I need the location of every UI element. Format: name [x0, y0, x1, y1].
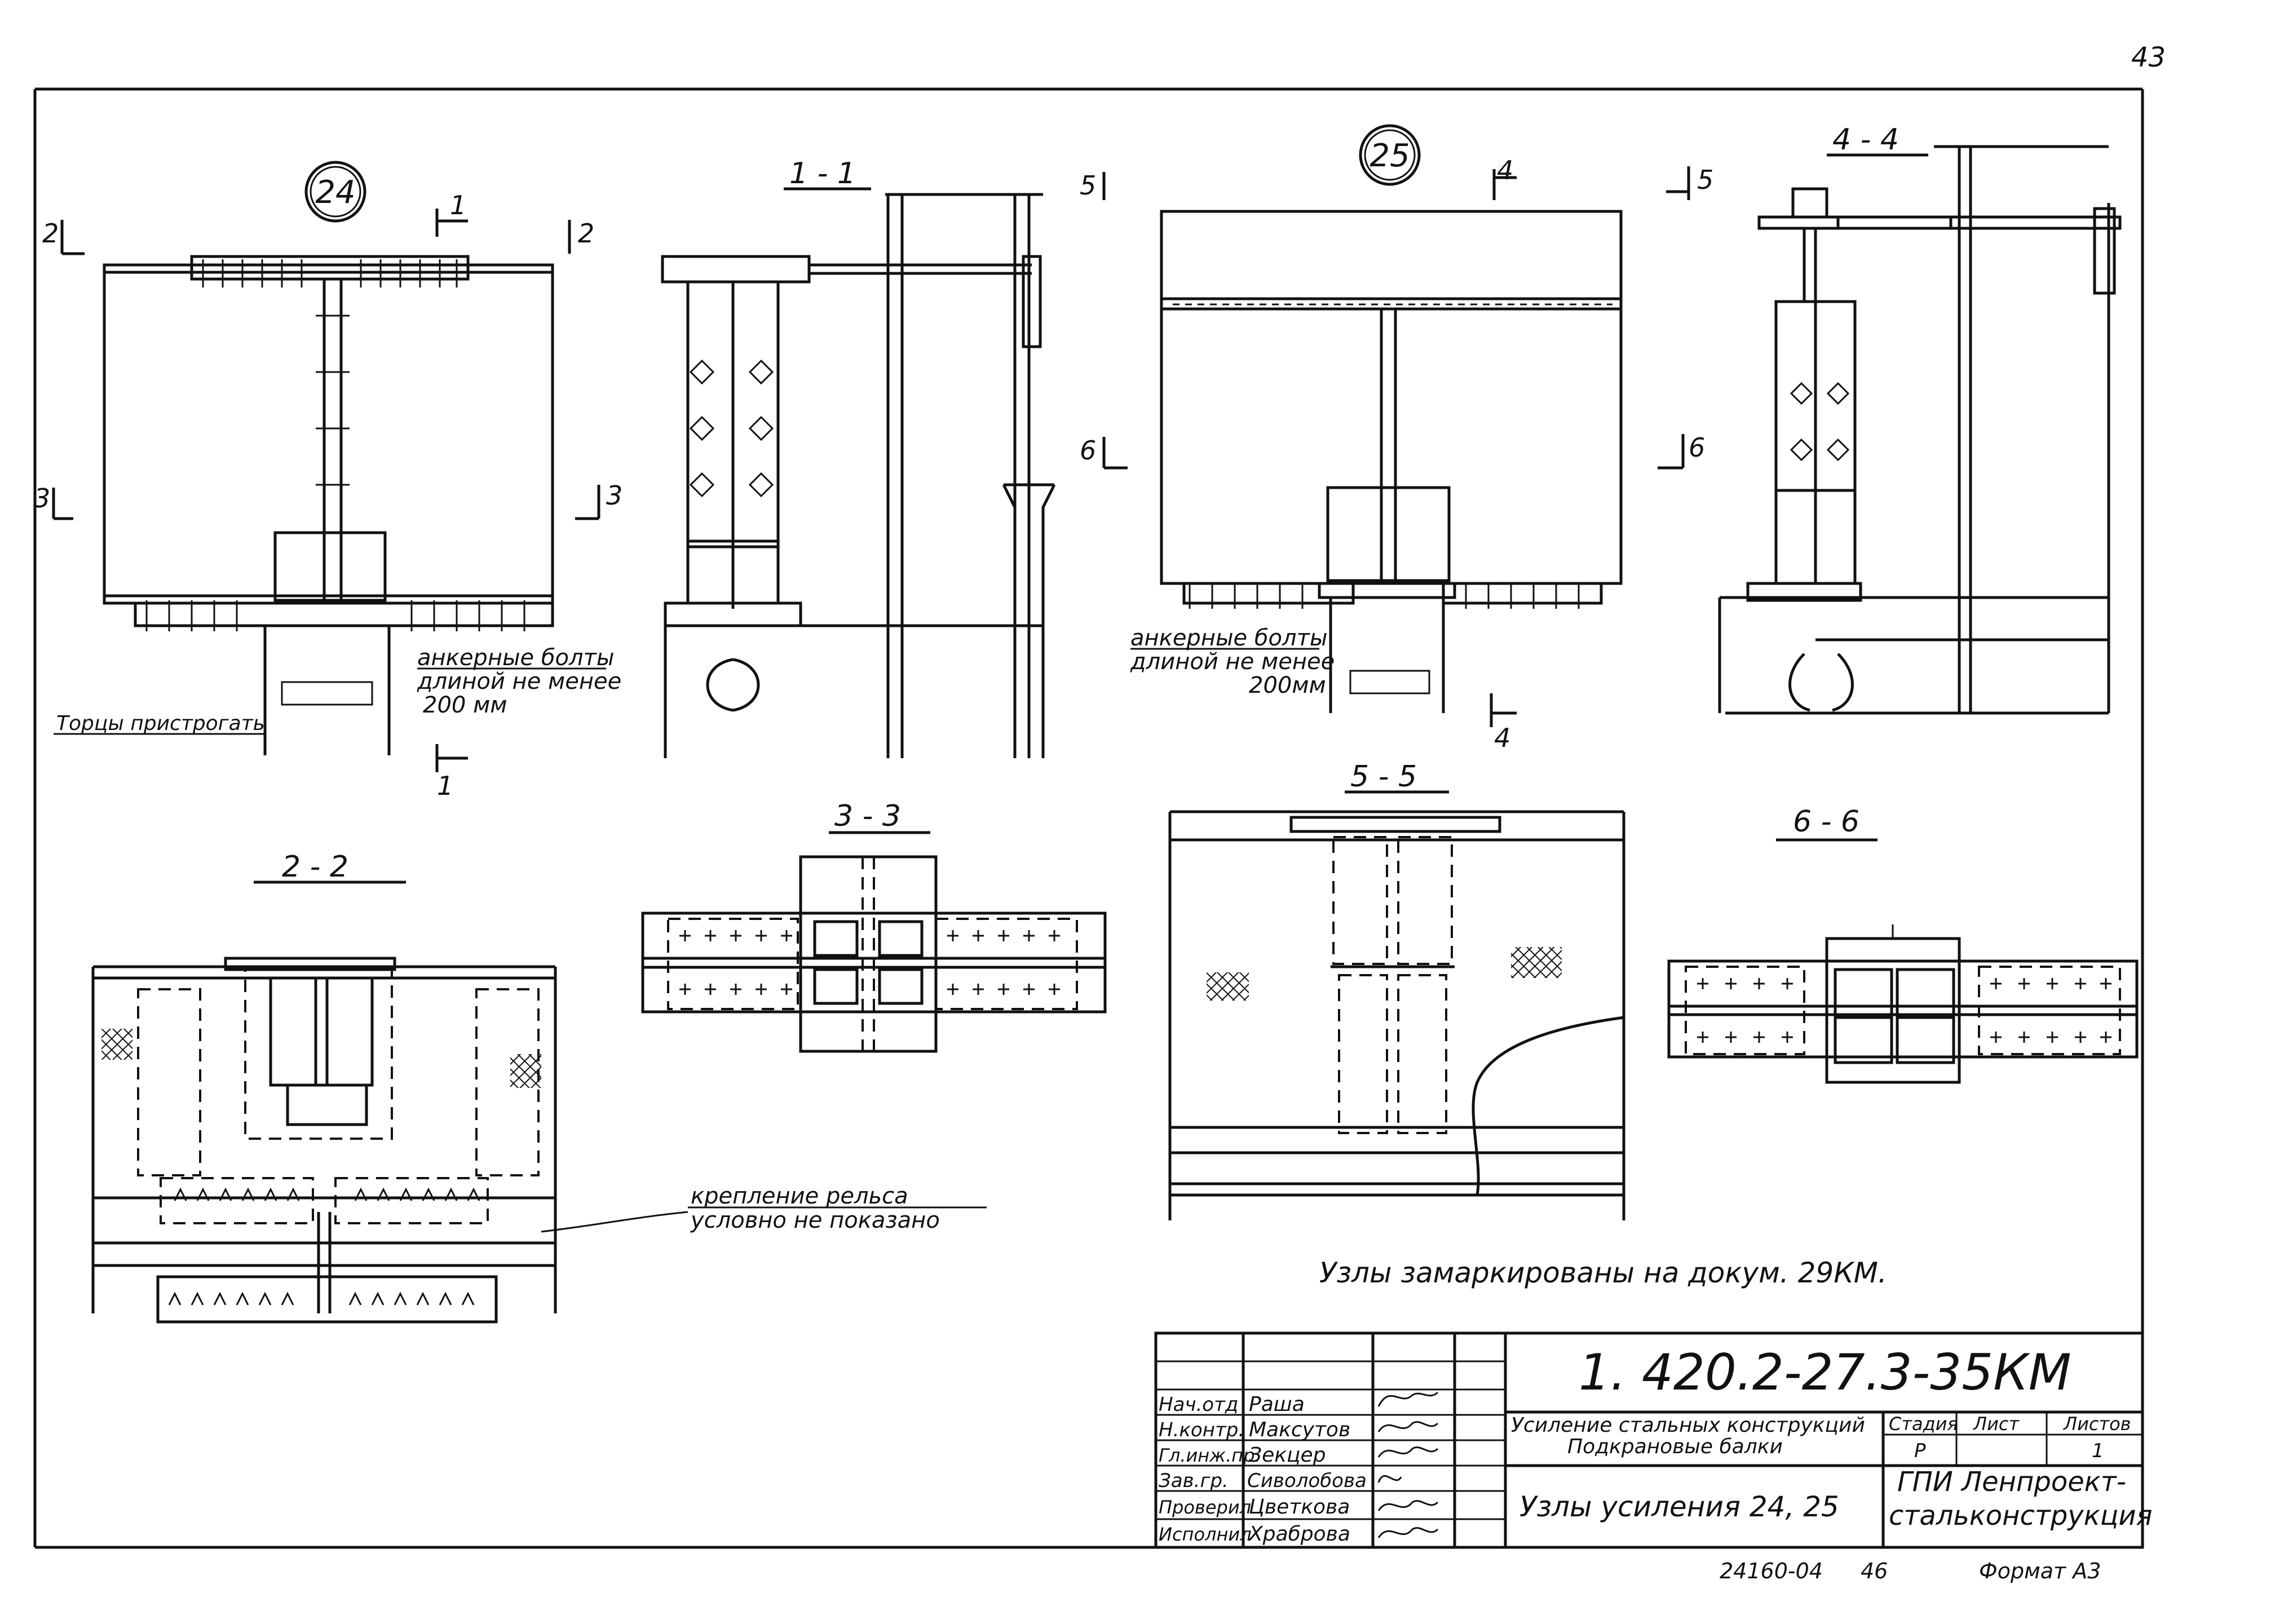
cut-mark-2-right: 2	[578, 218, 594, 249]
cut-mark-4-top: 4	[1497, 155, 1513, 185]
cut-mark-2-left: 2	[42, 218, 59, 249]
doc-number: 1. 420.2-27.3-35КМ	[1579, 1343, 2071, 1401]
section-3-3: 3 - 3	[641, 799, 1107, 1053]
hdr-stage: Стадия	[1889, 1413, 1958, 1435]
section-4-4: 4 - 4	[1718, 123, 2122, 715]
rail-note-line2: условно не показано	[690, 1207, 940, 1233]
role-1: Н.контр.	[1159, 1419, 1244, 1441]
node-24-circle	[304, 161, 366, 223]
anchor-note-2-line3: 200мм	[1249, 672, 1326, 698]
cut-mark-3-left: 3	[34, 483, 50, 514]
title-block	[1154, 1331, 2144, 1549]
section-2-2: 2 - 2 крепление рельса условно не показа…	[91, 850, 987, 1324]
hdr-sheet: Лист	[1973, 1413, 2020, 1435]
top-plate	[190, 255, 470, 281]
sheet-title: Узлы усиления 24, 25	[1519, 1490, 1839, 1523]
name-4: Цветкова	[1249, 1495, 1350, 1519]
name-0: Раша	[1249, 1393, 1305, 1416]
org-line2: стальконструкция	[1889, 1500, 2152, 1532]
node-25-elevation: 25 4 4 5 5 6 6 анкерные болты длиной не …	[1080, 124, 1713, 753]
name-1: Максутов	[1249, 1418, 1350, 1441]
stiffener-box-25	[1326, 486, 1451, 582]
cut-mark-1-top: 1	[450, 190, 466, 220]
name-2: Зекцер	[1249, 1444, 1326, 1467]
cut-mark-5-left: 5	[1080, 170, 1096, 201]
anchor-note-2-line1: анкерные болты	[1130, 625, 1327, 651]
anchor-note-1-line3: 200 мм	[423, 692, 507, 718]
signatures	[1377, 1391, 1439, 1538]
cut-mark-4-bottom: 4	[1494, 723, 1510, 753]
cut-mark-6-right: 6	[1689, 432, 1705, 463]
section-2-2-title: 2 - 2	[282, 850, 348, 884]
node-25-circle	[1359, 124, 1421, 186]
org-line1: ГПИ Ленпроект-	[1897, 1466, 2126, 1498]
anchor-note-1-line1: анкерные болты	[417, 645, 614, 671]
rail-plate	[661, 255, 811, 284]
beam-25-outline	[1160, 210, 1623, 585]
anchor-note-1-line2: длиной не менее	[417, 669, 621, 694]
cut-mark-6-left: 6	[1080, 435, 1096, 466]
footer-code: 24160-04	[1720, 1559, 1823, 1583]
role-5: Исполнил	[1159, 1524, 1252, 1545]
val-stage: Р	[1914, 1440, 1926, 1462]
bottom-plate	[134, 601, 554, 627]
section-6-6-title: 6 - 6	[1793, 805, 1859, 839]
doc-title-line1: Усиление стальных конструкций	[1511, 1414, 1865, 1437]
anchor-note-2-line2: длиной не менее	[1130, 649, 1335, 675]
node-24-elevation: 24 2 2 1 1 3 3 анкерные болты длиной не	[34, 161, 622, 801]
role-2: Гл.инж.пр.	[1159, 1445, 1261, 1466]
section-5-5: 5 - 5	[1168, 760, 1625, 1220]
cut-mark-1-bottom: 1	[437, 771, 453, 801]
ends-note: Торцы пристрогать	[56, 712, 265, 735]
section-1-1: 1 - 1	[661, 157, 1056, 758]
section-4-4-title: 4 - 4	[1832, 123, 1899, 157]
rail-plate-44	[1757, 215, 2122, 230]
role-0: Нач.отд	[1159, 1393, 1238, 1416]
footer-num: 46	[1861, 1559, 1888, 1583]
role-3: Зав.гр.	[1159, 1470, 1229, 1492]
role-4: Проверил	[1159, 1497, 1251, 1518]
section-1-1-title: 1 - 1	[789, 157, 856, 191]
section-3-3-title: 3 - 3	[834, 799, 901, 833]
name-3: Сиволобова	[1247, 1470, 1367, 1492]
section-5-5-title: 5 - 5	[1350, 760, 1417, 794]
doc-title-line2: Подкрановые балки	[1567, 1435, 1783, 1458]
footer-format: Формат А3	[1979, 1559, 2101, 1583]
cut-mark-3-right: 3	[606, 480, 622, 511]
marked-note: Узлы замаркированы на докум. 29КМ.	[1319, 1256, 1887, 1289]
val-sheets: 1	[2092, 1440, 2104, 1462]
node-25-label: 25	[1370, 138, 1410, 174]
hdr-sheets: Листов	[2063, 1413, 2131, 1435]
page-number: 43	[2131, 42, 2166, 73]
cut-mark-5-right: 5	[1697, 165, 1713, 195]
stiffener-box	[273, 531, 387, 602]
node-24-label: 24	[315, 174, 355, 211]
rail-note-line1: крепление рельса	[691, 1183, 908, 1209]
name-5: Храброва	[1248, 1523, 1350, 1546]
section-6-6: 6 - 6	[1667, 805, 2139, 1084]
